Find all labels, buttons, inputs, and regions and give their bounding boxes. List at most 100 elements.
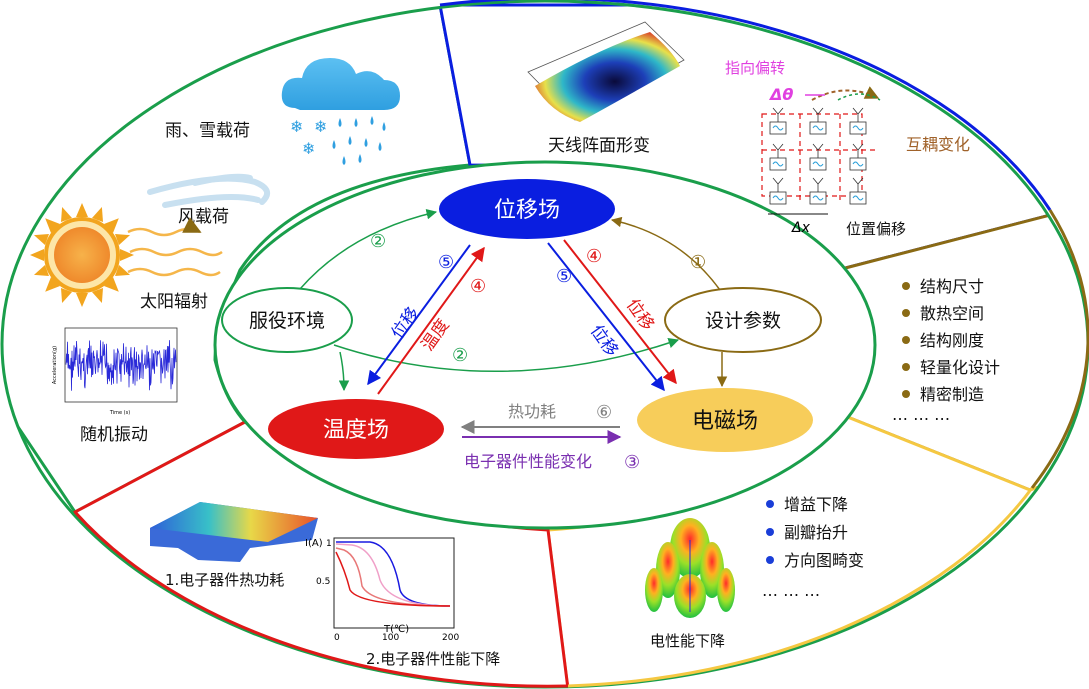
edge-label-6: ⑥ bbox=[596, 402, 612, 423]
em-item: 副瓣抬升 bbox=[784, 523, 848, 542]
outer-arc-red bbox=[73, 510, 569, 688]
design-item: 精密制造 bbox=[920, 385, 984, 404]
svg-text:❄: ❄ bbox=[302, 139, 315, 158]
edge-label-perf: 电子器件性能变化 bbox=[464, 452, 592, 471]
delta-theta-label: Δθ bbox=[768, 85, 793, 104]
arrow-env-to-disp bbox=[299, 209, 438, 290]
edge-label-heat: 热功耗 bbox=[508, 402, 556, 421]
design-ellipsis: … … … bbox=[892, 405, 950, 424]
iv-ytick-1: 1 bbox=[326, 539, 332, 549]
edge-label-2b: ② bbox=[452, 345, 468, 366]
design-bullet-icon bbox=[902, 336, 910, 344]
wind-label: 风载荷 bbox=[178, 207, 229, 227]
antenna-horn-icon bbox=[772, 143, 784, 158]
design-bullet-icon bbox=[902, 309, 910, 317]
antenna-horn-icon bbox=[772, 107, 784, 122]
service-env-node bbox=[221, 287, 353, 353]
outer-arc-blue bbox=[439, 0, 1052, 211]
design-item: 结构尺寸 bbox=[920, 277, 984, 296]
antenna-horn-icon bbox=[812, 177, 824, 192]
radiation-pattern-icon bbox=[645, 518, 735, 618]
wind-icon bbox=[147, 173, 271, 208]
antenna-horn-icon bbox=[852, 107, 864, 122]
snowflake-icon: ❄ ❄ ❄ bbox=[290, 117, 327, 158]
em-item: 方向图畸变 bbox=[784, 551, 864, 570]
antenna-horn-icon bbox=[852, 177, 864, 192]
edge-label-5a: ⑤ bbox=[438, 252, 454, 273]
design-item: 结构刚度 bbox=[920, 331, 984, 350]
displacement-field-node bbox=[439, 179, 615, 239]
edge-label-3: ③ bbox=[624, 452, 640, 473]
edge-label-5b: ⑤ bbox=[556, 266, 572, 287]
antenna-horn-icon bbox=[852, 143, 864, 158]
service-env-label: 服役环境 bbox=[249, 310, 325, 332]
antenna-horn-icon bbox=[812, 143, 824, 158]
cloud-icon: ❄ ❄ ❄ bbox=[281, 58, 400, 165]
iv-xtick-100: 100 bbox=[382, 633, 399, 643]
arrow-disp-to-em bbox=[547, 242, 665, 392]
iv-xtick-0: 0 bbox=[334, 633, 340, 643]
design-bullet-icon bbox=[902, 282, 910, 290]
em-ellipsis: … … … bbox=[762, 581, 820, 600]
iv-ytick-05: 0.5 bbox=[316, 577, 330, 587]
thermal-caption-2: 2.电子器件性能下降 bbox=[366, 650, 500, 668]
em-field-label: 电磁场 bbox=[692, 409, 758, 434]
rain-snow-label: 雨、雪载荷 bbox=[165, 121, 250, 141]
vibration-label: 随机振动 bbox=[80, 425, 148, 445]
outer-arc-brown bbox=[1030, 209, 1089, 489]
temperature-field-label: 温度场 bbox=[323, 418, 389, 443]
iv-xlabel: T(℃) bbox=[383, 624, 409, 635]
em-field-node bbox=[637, 388, 813, 452]
design-bullet-icon bbox=[902, 390, 910, 398]
edge-label-2a: ② bbox=[370, 231, 386, 252]
surface-deform-label: 天线阵面形变 bbox=[548, 136, 650, 156]
coupling-change-label: 互耦变化 bbox=[906, 135, 970, 154]
arrow-disp-to-em-red bbox=[563, 239, 677, 385]
array-diagram bbox=[761, 86, 881, 215]
design-item: 散热空间 bbox=[920, 304, 984, 323]
vibration-plot: Time (s) Acceleration(g) bbox=[45, 322, 180, 418]
arrow-env-to-temp bbox=[338, 351, 350, 392]
design-item: 轻量化设计 bbox=[920, 358, 1000, 377]
arrow-env-to-em bbox=[333, 338, 679, 373]
edge-label-4b: ④ bbox=[586, 246, 602, 267]
sun-icon bbox=[30, 203, 134, 307]
antenna-horn-icon bbox=[772, 177, 784, 192]
arrow-disp-to-temp bbox=[367, 244, 471, 386]
temperature-field-node bbox=[268, 399, 444, 459]
pcb-thermal-icon bbox=[150, 502, 318, 562]
pointing-dev-label: 指向偏转 bbox=[725, 59, 785, 77]
svg-text:❄: ❄ bbox=[314, 117, 327, 136]
em-bullet-icon bbox=[766, 528, 774, 536]
vibration-xlabel: Time (s) bbox=[109, 410, 130, 416]
design-bullet-icon bbox=[902, 363, 910, 371]
svg-text:❄: ❄ bbox=[290, 117, 303, 136]
position-offset-label: 位置偏移 bbox=[846, 220, 906, 238]
thermal-caption-1: 1.电子器件热功耗 bbox=[165, 571, 284, 589]
deformation-surface bbox=[527, 21, 685, 122]
solar-ray-icons bbox=[127, 217, 223, 277]
em-item: 增益下降 bbox=[784, 495, 848, 514]
edge-label-1: ① bbox=[690, 252, 706, 273]
antenna-horn-icon bbox=[812, 107, 824, 122]
em-perf-caption: 电性能下降 bbox=[650, 632, 725, 650]
iv-ylabel: I(A) bbox=[305, 538, 323, 549]
em-bullet-icon bbox=[766, 500, 774, 508]
iv-xtick-200: 200 bbox=[442, 633, 459, 643]
iv-plot: I(A) 1 0.5 0 100 200 T(℃) bbox=[305, 537, 459, 643]
solar-label: 太阳辐射 bbox=[140, 292, 208, 312]
design-params-label: 设计参数 bbox=[705, 310, 781, 332]
arrow-temp-to-disp bbox=[377, 246, 485, 395]
arrow-design-to-disp bbox=[610, 216, 721, 291]
em-bullet-icon bbox=[766, 556, 774, 564]
displacement-field-label: 位移场 bbox=[494, 198, 560, 223]
vibration-ylabel: Acceleration(g) bbox=[52, 346, 58, 384]
delta-x-label: Δx bbox=[791, 220, 811, 236]
design-params-node bbox=[664, 287, 822, 353]
edge-label-4a: ④ bbox=[470, 276, 486, 297]
vibration-signal bbox=[65, 340, 177, 391]
outer-arc-gold bbox=[567, 487, 1034, 688]
